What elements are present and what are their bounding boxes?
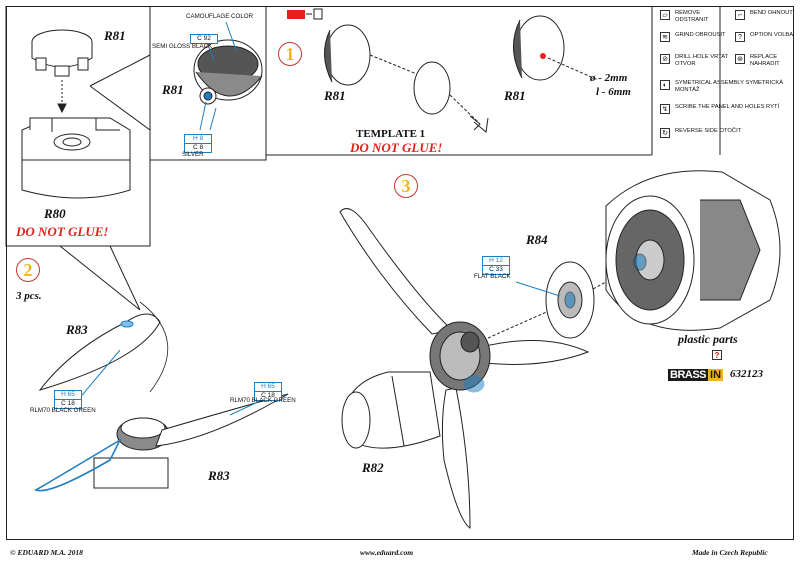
- plastic-parts-label: plastic parts: [678, 332, 738, 346]
- option-icon: ?: [735, 32, 745, 42]
- h8-c8-code: H 8 C 8: [184, 134, 212, 153]
- c18-code-b-text: C 18: [261, 392, 275, 399]
- step-2-number: 2: [16, 258, 40, 282]
- semi-gloss-black-label: SEMI GLOSS BLACK: [152, 43, 213, 50]
- rlm70-label-b: RLM70 BLACK GREEN: [230, 397, 296, 404]
- c92-code: C 92: [190, 34, 218, 44]
- length-label: l - 6mm: [596, 86, 631, 98]
- quantity-label: 3 pcs.: [16, 290, 42, 302]
- silver-label: SILVER: [182, 151, 204, 158]
- instruction-sheet: [6, 6, 794, 540]
- step-3-number: 3: [394, 174, 418, 198]
- brassin-logo-gold: IN: [708, 369, 724, 381]
- legend-replace-text: REPLACE NAHRADIT: [750, 54, 780, 67]
- step-1-number: 1: [278, 42, 302, 66]
- website-label: www.eduard.com: [360, 548, 414, 557]
- step2-illustration: [34, 301, 289, 492]
- c8-code-text: C 8: [192, 144, 204, 151]
- h12-code-text: H 12: [483, 257, 509, 266]
- reverse-icon: ↻: [660, 128, 670, 138]
- legend-symmetrical-text: SYMETRICAL ASSEMBLY SYMETRICKÁ MONTÁŽ: [675, 80, 784, 93]
- top-left-box-frame: [5, 6, 721, 311]
- legend-remove-text: REMOVE ODSTRANIT: [675, 10, 709, 23]
- c18-code-a-text: C 18: [61, 400, 75, 407]
- replace-icon: ⊛: [735, 54, 745, 64]
- detail-r81-label: R81: [162, 82, 184, 97]
- r81-part-label: R81: [104, 28, 126, 43]
- detail-hub-illustration: [193, 21, 263, 131]
- h65-code-b-text: H 65: [255, 383, 281, 392]
- grind-icon: ≋: [660, 32, 670, 42]
- h65-code-a-text: H 65: [55, 391, 81, 400]
- template-warning: DO NOT GLUE!: [350, 140, 443, 155]
- remove-icon: ▱: [660, 10, 670, 20]
- r80-part-label: R80: [44, 206, 66, 221]
- legend-grind-text: GRIND OBROUSIT: [675, 32, 726, 38]
- diameter-label: ø - 2mm: [590, 72, 628, 84]
- step1-illustration: [287, 8, 599, 133]
- legend-scribe-text: SCRIBE THE PANEL AND HOLES RYTÍ: [675, 104, 780, 110]
- h65-c18-code-b: H 65 C 18: [254, 382, 282, 401]
- h65-c18-code-a: H 65 C 18: [54, 390, 82, 409]
- symbol-legend: ▱ REMOVE ODSTRANIT ⌐ BEND OHNOUT ≋ GRIND…: [660, 10, 793, 150]
- r82-part-label: R82: [362, 460, 384, 475]
- r80-warning: DO NOT GLUE!: [16, 224, 109, 239]
- made-in-label: Made in Czech Republic: [692, 548, 768, 557]
- step2-r83-bottom-label: R83: [208, 468, 230, 483]
- bend-icon: ⌐: [735, 10, 745, 20]
- symmetrical-icon: ◐: [660, 80, 670, 90]
- legend-option-text: OPTION VOLBA: [750, 32, 794, 38]
- step2-r83-top-label: R83: [66, 322, 88, 337]
- drill-icon: ⊘: [660, 54, 670, 64]
- legend-drill-text: DRILL HOLE VRTAT OTVOR: [675, 54, 729, 67]
- template-title: TEMPLATE 1: [356, 128, 426, 140]
- step3-illustration: [339, 170, 781, 529]
- legend-reverse-text: REVERSE SIDE OTOČIT: [675, 128, 742, 134]
- option-badge-icon: ?: [712, 350, 722, 360]
- rlm70-label-a: RLM70 BLACK GREEN: [30, 407, 96, 414]
- kit-number-label: 632123: [730, 368, 763, 380]
- step1-r81-right-label: R81: [504, 88, 526, 103]
- c92-code-text: C 92: [197, 35, 211, 42]
- step1-r81-left-label: R81: [324, 88, 346, 103]
- flat-black-label: FLAT BLACK: [474, 273, 511, 280]
- c33-code-text: C 33: [489, 266, 503, 273]
- scribe-icon: ↯: [660, 104, 670, 114]
- r80-block-illustration: [21, 117, 131, 199]
- h8-code-text: H 8: [185, 135, 211, 144]
- r84-part-label: R84: [526, 232, 548, 247]
- h12-c33-code: H 12 C 33: [482, 256, 510, 275]
- brassin-logo-dark: BRASS: [668, 369, 709, 381]
- legend-bend-text: BEND OHNOUT: [750, 10, 793, 16]
- r81-hub-illustration: [31, 29, 93, 114]
- copyright-label: © EDUARD M.A. 2018: [10, 548, 83, 557]
- camouflage-color-label: CAMOUFLAGE COLOR: [186, 13, 254, 20]
